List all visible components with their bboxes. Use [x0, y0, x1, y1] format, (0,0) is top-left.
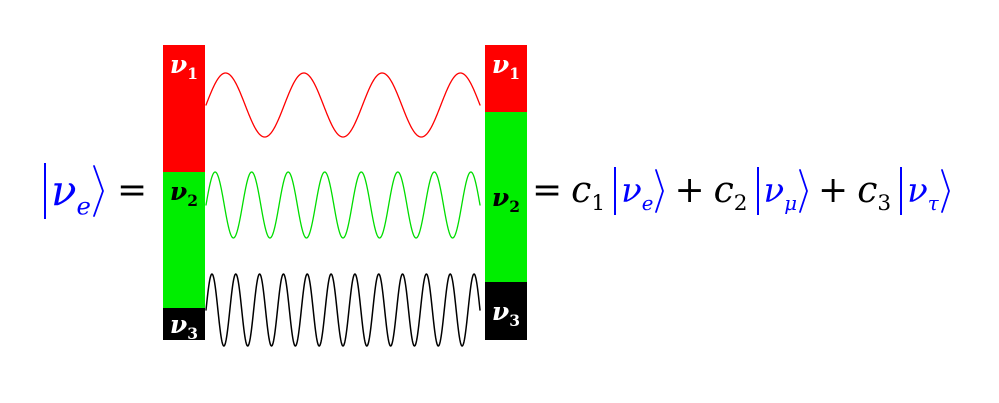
ket-nu-e: νe: [44, 163, 105, 219]
mass-state-2-label: ν2: [491, 182, 521, 216]
mass-state-3-label: ν3: [169, 309, 199, 341]
flavor-bar-right: ν1 ν2 ν3: [485, 45, 527, 340]
ket-bar-icon: [614, 167, 617, 215]
ket-angle-icon: [655, 169, 665, 213]
mass-state-1-segment: ν1: [163, 45, 205, 172]
ket-nu-e: νe: [614, 167, 665, 215]
ket-nu-mu: νμ: [756, 167, 809, 215]
nu-symbol: νe: [621, 171, 654, 215]
coefficient-c3: c3: [857, 170, 892, 217]
mass-state-3-segment: ν3: [163, 308, 205, 340]
equals-sign: =: [532, 170, 563, 211]
mass-state-2-segment: ν2: [163, 172, 205, 308]
ket-angle-icon: [93, 165, 104, 217]
mass-state-3-segment: ν3: [485, 282, 527, 340]
mass-state-2-segment: ν2: [485, 112, 527, 282]
nu-symbol: νμ: [763, 171, 798, 215]
nu-symbol: νe: [46, 170, 92, 219]
ket-angle-icon: [799, 169, 808, 213]
wave-red: [205, 72, 481, 138]
mass-state-2-label: ν2: [169, 177, 199, 210]
nu-subscript: e: [76, 191, 91, 221]
plus-operator: +: [818, 170, 849, 211]
ket-bar-icon: [44, 163, 46, 219]
mass-state-1-label: ν1: [491, 50, 521, 83]
coefficient-c2: c2: [713, 170, 748, 217]
nu-symbol: ντ: [907, 171, 939, 215]
ket-bar-icon: [900, 167, 903, 215]
mass-state-1-label: ν1: [169, 50, 199, 83]
coefficient-c1: c1: [571, 170, 606, 217]
mass-state-1-segment: ν1: [485, 45, 527, 112]
wave-black: [205, 273, 481, 347]
wave-green: [205, 171, 481, 239]
ket-bar-icon: [756, 167, 759, 215]
plus-operator: +: [674, 170, 705, 211]
nu-letter: ν: [51, 166, 77, 215]
flavor-bar-left: ν1 ν2 ν3: [163, 45, 205, 340]
right-expression: = c1 νe + c2 νμ + c3 ντ: [532, 158, 951, 224]
ket-angle-icon: [940, 169, 950, 213]
ket-nu-tau: ντ: [900, 167, 951, 215]
left-expression: νe =: [44, 160, 147, 222]
mass-state-3-label: ν3: [491, 296, 521, 330]
equals-sign: =: [116, 170, 148, 211]
